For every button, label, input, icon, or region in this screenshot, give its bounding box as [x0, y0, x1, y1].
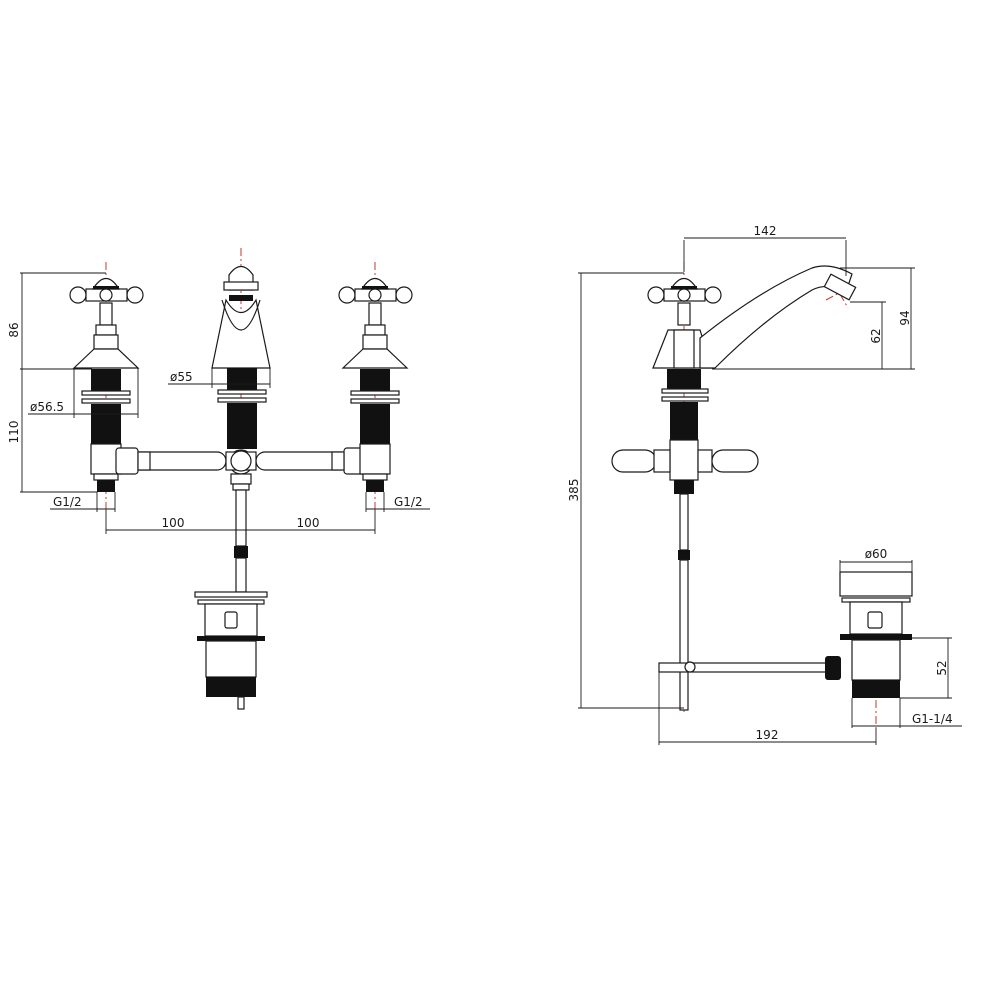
dim-spacing-right: 100 [297, 516, 320, 530]
dim-spout-base-diameter: ø55 [170, 370, 193, 384]
side-dimensions: 142 62 94 385 ø60 52 G1-1/4 [567, 224, 962, 745]
dim-spout-outer-height: 94 [898, 310, 912, 325]
dim-linkage-length: 192 [756, 728, 779, 742]
side-valve-spout [611, 265, 857, 711]
dim-spout-outlet-height: 62 [869, 328, 883, 343]
dim-spacing-left: 100 [162, 516, 185, 530]
side-view: 142 62 94 385 ø60 52 G1-1/4 [567, 224, 962, 745]
dim-flange-diameter: ø56.5 [30, 400, 64, 414]
front-waste [194, 591, 268, 710]
front-dimensions: 86 110 ø56.5 ø55 G1/2 G1/2 100 100 [7, 272, 430, 534]
left-valve [69, 277, 144, 492]
side-waste [839, 571, 913, 698]
center-spout [211, 265, 271, 593]
dim-inlet-left: G1/2 [53, 495, 82, 509]
dim-waste-diameter: ø60 [865, 547, 888, 561]
dim-spout-reach: 142 [754, 224, 777, 238]
cross-pipe [115, 447, 367, 475]
dim-handle-height: 86 [7, 322, 21, 337]
dim-body-height: 110 [7, 421, 21, 444]
dim-overall-height: 385 [567, 479, 581, 502]
front-view: 86 110 ø56.5 ø55 G1/2 G1/2 100 100 [7, 248, 430, 710]
dim-waste-height: 52 [935, 660, 949, 675]
right-valve [338, 277, 413, 492]
dim-waste-thread: G1-1/4 [912, 712, 953, 726]
dim-inlet-right: G1/2 [394, 495, 423, 509]
